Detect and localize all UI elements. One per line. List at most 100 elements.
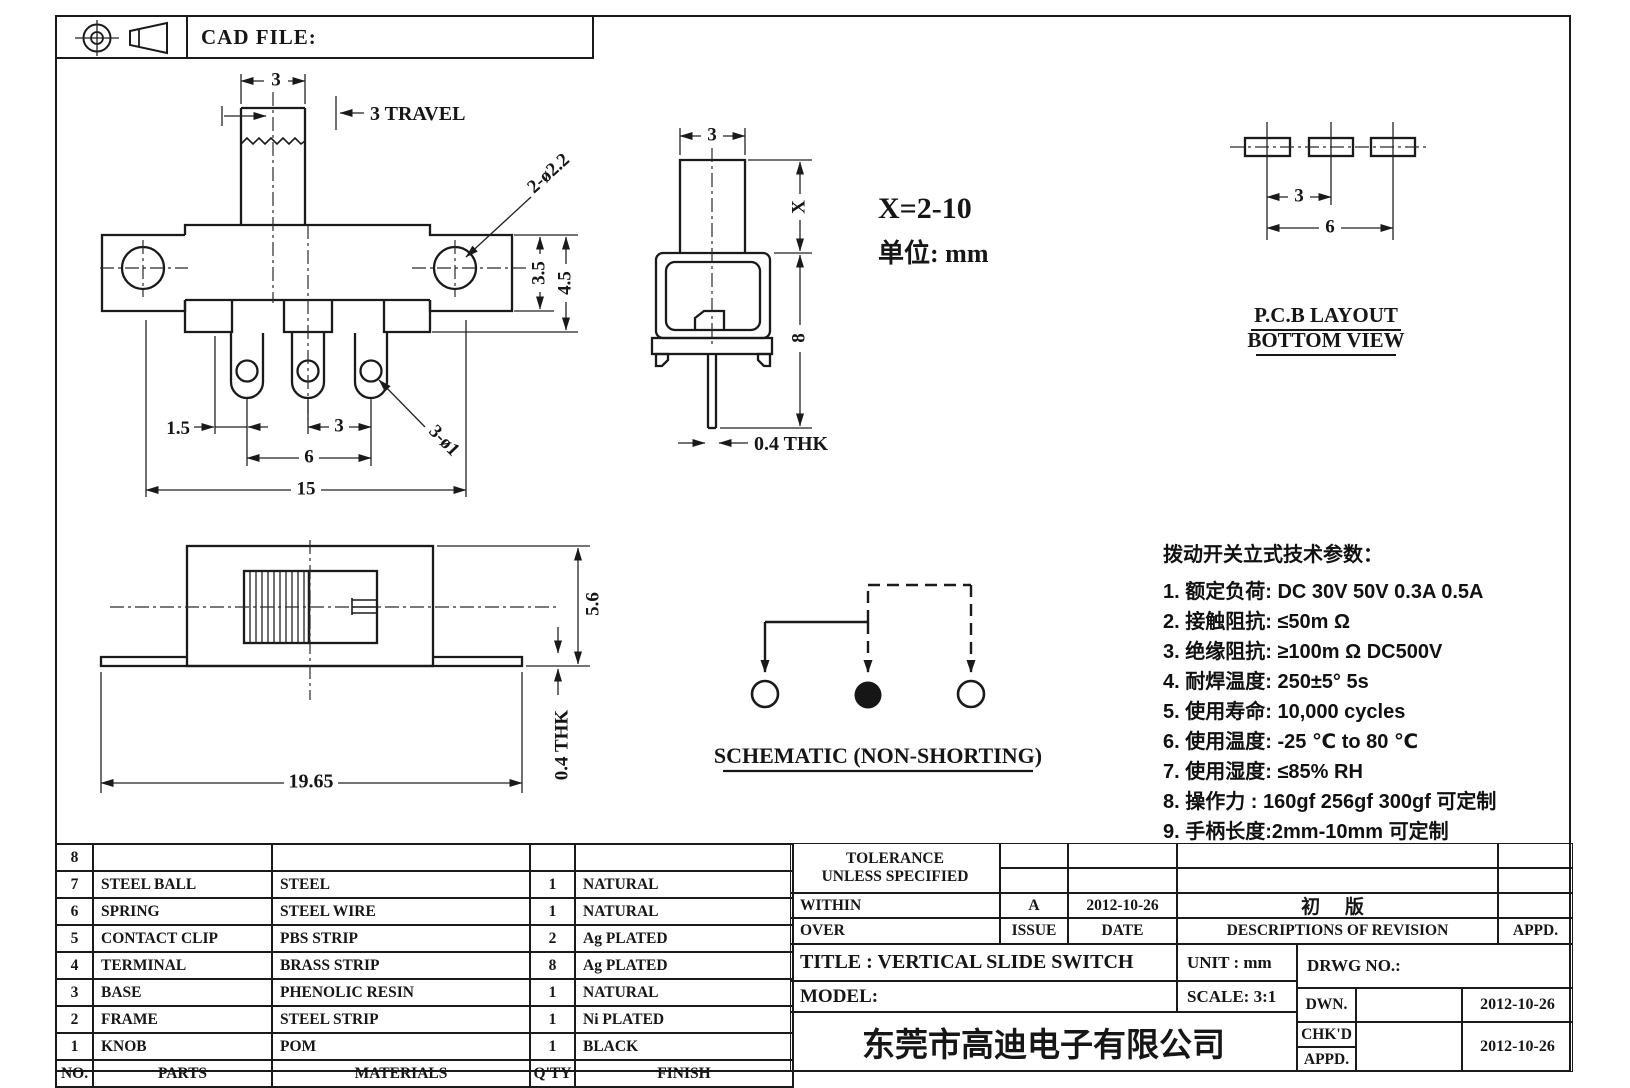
part-material: BRASS STRIP bbox=[271, 951, 531, 980]
tolerance-line2: UNLESS SPECIFIED bbox=[821, 868, 969, 885]
part-finish: BLACK bbox=[574, 1032, 794, 1061]
part-name: KNOB bbox=[92, 1032, 273, 1061]
part-material: STEEL bbox=[271, 870, 531, 899]
revision-value: 初 版 bbox=[1177, 893, 1498, 918]
pcb-caption-line1: P.C.B LAYOUT bbox=[1254, 303, 1398, 327]
side-dim-width: 3 bbox=[707, 124, 717, 145]
part-material: STEEL WIRE bbox=[271, 897, 531, 926]
side-dim-body-height: 8 bbox=[788, 333, 809, 343]
part-qty: 1 bbox=[529, 978, 576, 1007]
front-holes-label: 2-ø2.2 bbox=[523, 149, 574, 197]
side-view-drawing: 3 X 8 0.4 THK X=2-10 单位: mm bbox=[650, 124, 989, 455]
part-no: 6 bbox=[55, 897, 94, 926]
header-box bbox=[55, 15, 594, 59]
part-no: 1 bbox=[55, 1032, 94, 1061]
tolerance-line1: TOLERANCE bbox=[846, 850, 944, 867]
part-no: 2 bbox=[55, 1005, 94, 1034]
part-no: 8 bbox=[55, 843, 94, 872]
dwn-date: 2012-10-26 bbox=[1462, 988, 1573, 1022]
side-note-unit: 单位: mm bbox=[878, 238, 989, 268]
pcb-caption-line2: BOTTOM VIEW bbox=[1247, 328, 1404, 352]
part-finish bbox=[574, 843, 794, 872]
front-travel-label: 3 TRAVEL bbox=[370, 103, 465, 125]
within-label: WITHIN bbox=[790, 893, 1000, 918]
first-angle-symbol-icon bbox=[75, 20, 119, 56]
part-qty: 1 bbox=[529, 870, 576, 899]
dwn-empty-cell bbox=[1356, 988, 1462, 1022]
pcb-pads bbox=[1230, 122, 1428, 240]
appd-label: APPD. bbox=[1498, 918, 1573, 944]
schematic-drawing: SCHEMATIC (NON-SHORTING) bbox=[714, 583, 1042, 773]
cone-symbol-icon bbox=[129, 21, 168, 55]
part-finish: Ag PLATED bbox=[574, 924, 794, 953]
drawing-title: TITLE : VERTICAL SLIDE SWITCH bbox=[790, 944, 1177, 981]
part-name bbox=[92, 843, 273, 872]
part-material: STEEL STRIP bbox=[271, 1005, 531, 1034]
part-material: PBS STRIP bbox=[271, 924, 531, 953]
pcb-layout-drawing: 3 6 P.C.B LAYOUT BOTTOM VIEW bbox=[1230, 122, 1428, 356]
side-dim-thk: 0.4 THK bbox=[754, 433, 829, 455]
part-qty: 1 bbox=[529, 1005, 576, 1034]
front-dim-ear-height: 3.5 bbox=[528, 261, 549, 285]
part-no: 3 bbox=[55, 978, 94, 1007]
issue-value: A bbox=[1000, 893, 1068, 918]
part-no: 5 bbox=[55, 924, 94, 953]
front-terminal-holes-label: 3-ø1 bbox=[424, 421, 463, 461]
revision-empty-cell bbox=[1068, 868, 1177, 893]
part-name: BASE bbox=[92, 978, 273, 1007]
part-qty: 8 bbox=[529, 951, 576, 980]
header-divider bbox=[186, 17, 188, 57]
chkd-date: 2012-10-26 bbox=[1462, 1022, 1573, 1072]
part-no: 7 bbox=[55, 870, 94, 899]
table-row: 8 bbox=[55, 843, 794, 872]
col-header-qty: Q'TY bbox=[529, 1059, 576, 1088]
col-header-materials: MATERIALS bbox=[271, 1059, 531, 1088]
chkd-label: CHK'D bbox=[1297, 1022, 1356, 1047]
front-dim-body-height: 4.5 bbox=[554, 271, 575, 295]
top-dim-length: 19.65 bbox=[289, 771, 334, 793]
part-finish: Ni PLATED bbox=[574, 1005, 794, 1034]
drwg-no-label: DRWG NO.: bbox=[1297, 944, 1573, 988]
part-name: TERMINAL bbox=[92, 951, 273, 980]
part-material: PHENOLIC RESIN bbox=[271, 978, 531, 1007]
part-material bbox=[271, 843, 531, 872]
part-finish: NATURAL bbox=[574, 978, 794, 1007]
pcb-dim-span: 6 bbox=[1325, 216, 1335, 237]
top-dim-thk: 0.4 THK bbox=[551, 710, 572, 781]
top-view-outline bbox=[99, 544, 524, 668]
revision-label: DESCRIPTIONS OF REVISION bbox=[1177, 918, 1498, 944]
revision-empty-cell bbox=[1177, 868, 1498, 893]
revision-empty-cell bbox=[1498, 893, 1573, 918]
side-dim-stem-height: X bbox=[788, 200, 809, 214]
front-dim-knob-width: 3 bbox=[271, 69, 281, 90]
revision-empty-cell bbox=[1498, 868, 1573, 893]
revision-empty-cell bbox=[1068, 843, 1177, 868]
part-name: SPRING bbox=[92, 897, 273, 926]
part-qty: 2 bbox=[529, 924, 576, 953]
model-label: MODEL: bbox=[790, 981, 1177, 1012]
part-qty bbox=[529, 843, 576, 872]
schematic-wiring bbox=[760, 583, 976, 673]
top-view-drawing: 5.6 0.4 THK 19.65 bbox=[99, 540, 603, 793]
top-view-dimensions: 5.6 0.4 THK 19.65 bbox=[100, 545, 603, 793]
appd2-label: APPD. bbox=[1297, 1047, 1356, 1072]
revision-empty-cell bbox=[1000, 843, 1068, 868]
front-view-dimensions: 3 3 TRAVEL 2-ø2.2 3.5 4.5 1.5 3 bbox=[145, 69, 578, 500]
schematic-caption: SCHEMATIC (NON-SHORTING) bbox=[714, 743, 1042, 768]
col-header-finish: FINISH bbox=[574, 1059, 794, 1088]
schematic-terminals bbox=[750, 679, 986, 709]
front-dim-base-width: 15 bbox=[297, 478, 316, 499]
tech-param-item: 1. 额定负荷: DC 30V 50V 0.3A 0.5A bbox=[1163, 581, 1484, 603]
tolerance-cell: TOLERANCE UNLESS SPECIFIED bbox=[790, 843, 1000, 893]
pcb-dimensions: 3 6 bbox=[1266, 185, 1394, 238]
unit-value: UNIT : mm bbox=[1177, 944, 1297, 981]
tech-param-item: 2. 接触阻抗: ≤50m Ω bbox=[1163, 611, 1351, 633]
top-dim-height: 5.6 bbox=[582, 592, 603, 616]
